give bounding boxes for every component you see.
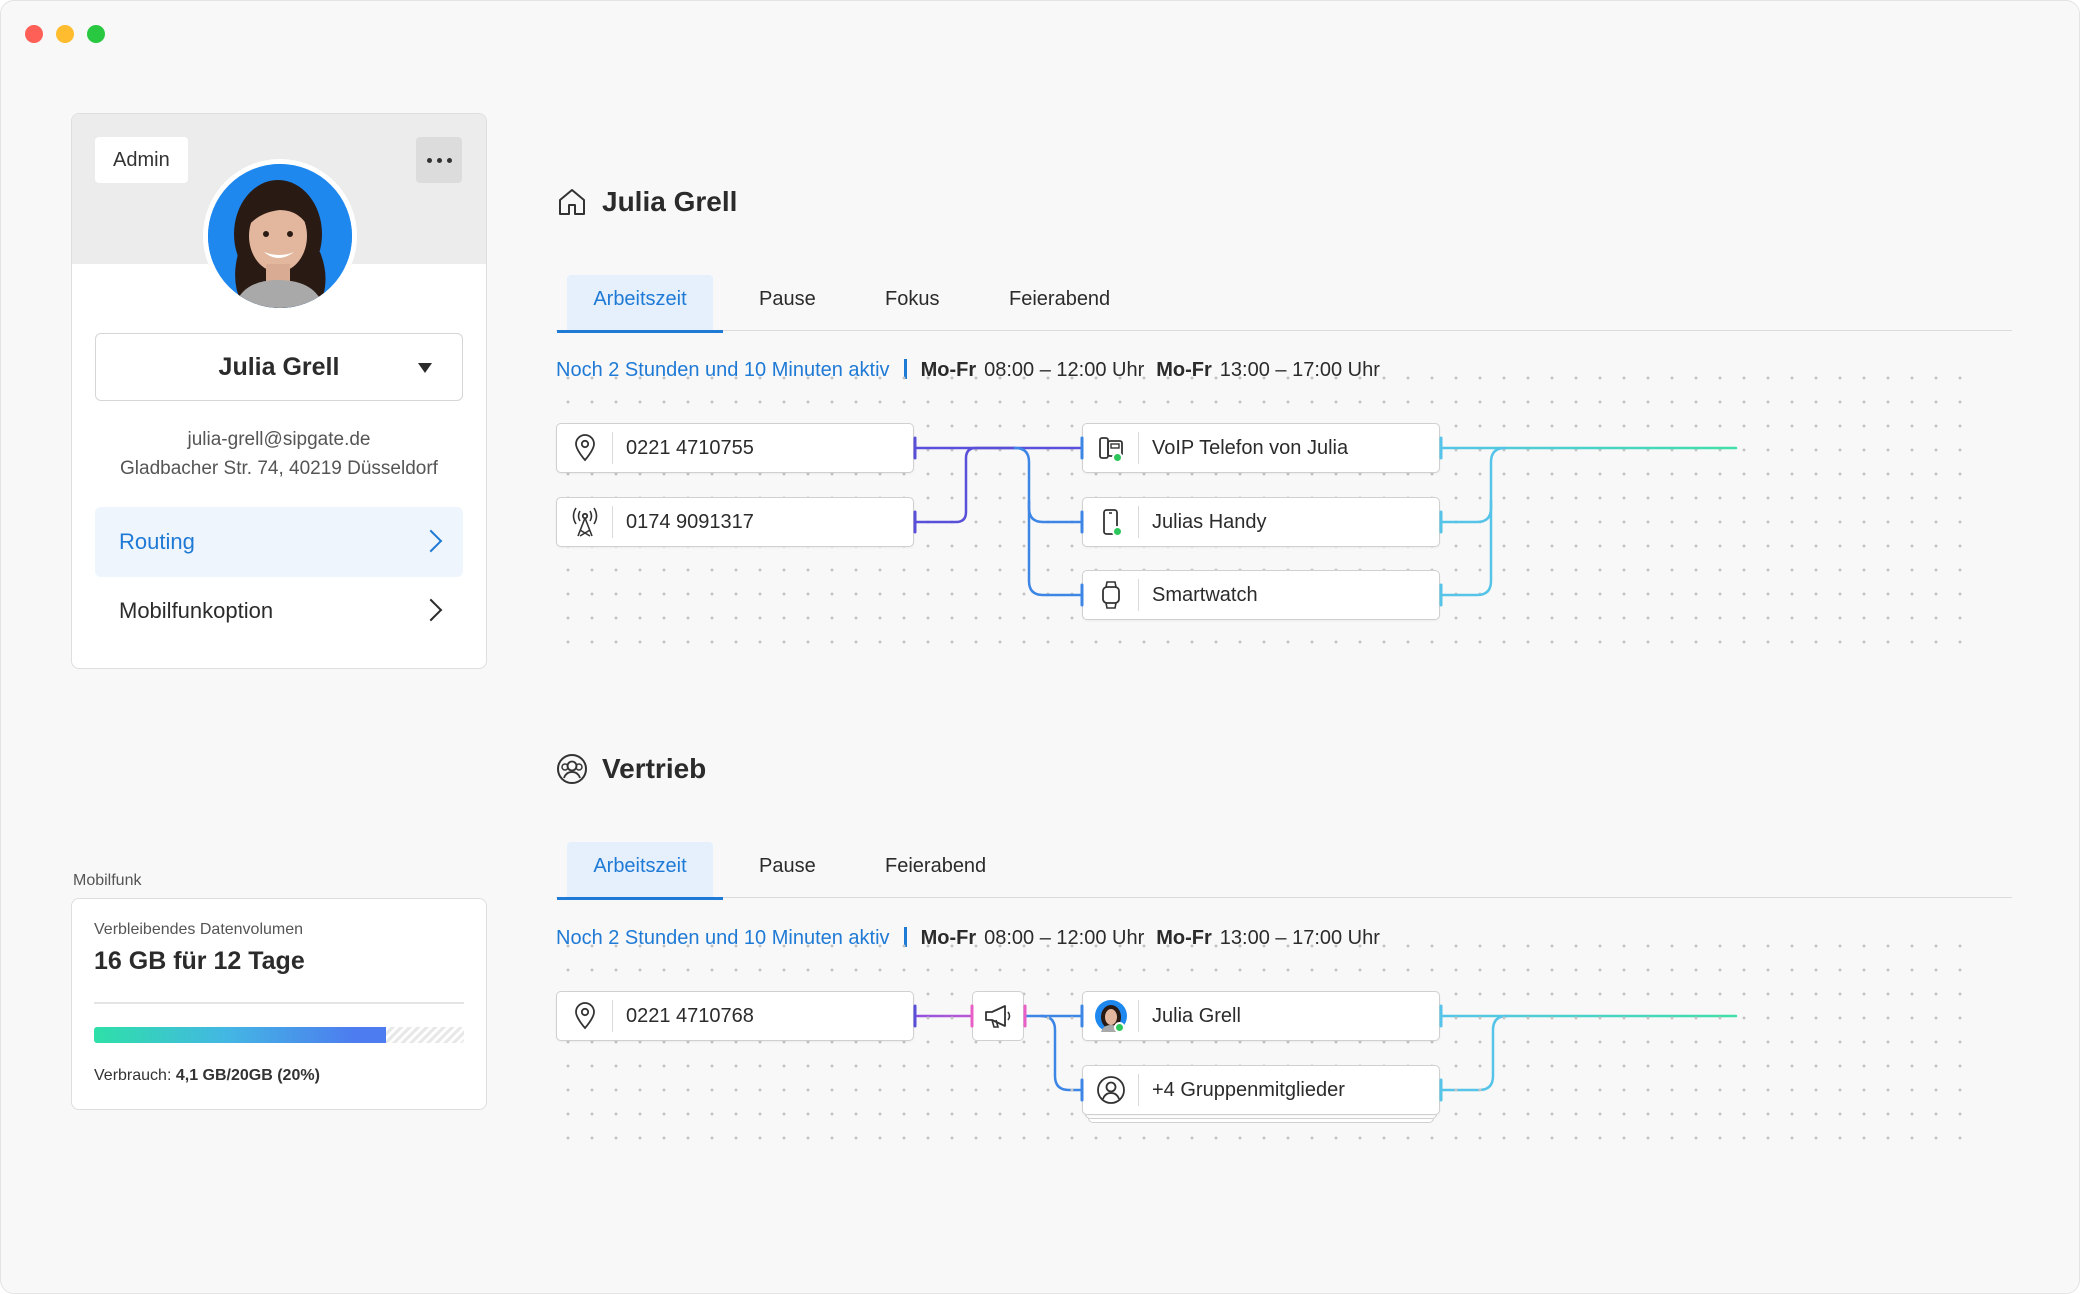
mobile-phone-icon [1083, 498, 1139, 546]
source-number-node[interactable]: 0174 9091317 [556, 497, 914, 547]
data-usage-text: Verbrauch: 4,1 GB/20GB (20%) [94, 1067, 320, 1085]
divider [94, 1002, 464, 1004]
tab-arbeitszeit[interactable]: Arbeitszeit [557, 275, 723, 333]
target-member-node[interactable]: Julia Grell [1082, 991, 1440, 1041]
section-title-text: Vertrieb [602, 753, 707, 784]
tabbar-vertrieb: Arbeitszeit Pause Feierabend [556, 842, 2012, 900]
window-minimize-button[interactable] [56, 25, 74, 43]
profile-card: Admin Julia Grell julia-grell@sipgate.de [71, 113, 487, 669]
profile-address: Gladbacher Str. 74, 40219 Düsseldorf [120, 458, 438, 479]
usage-value: 4,1 GB/20GB (20%) [175, 1067, 320, 1084]
tab-fokus[interactable]: Fokus [885, 288, 940, 310]
target-device-node[interactable]: Smartwatch [1082, 570, 1440, 620]
user-select-value: Julia Grell [218, 353, 340, 381]
section-title-julia: Julia Grell [556, 186, 737, 218]
data-usage-bar-fill [94, 1027, 387, 1043]
section-title-text: Julia Grell [602, 186, 738, 217]
tabbar-julia: Arbeitszeit Pause Fokus Feierabend [556, 275, 2012, 333]
smartwatch-icon [1083, 571, 1139, 619]
source-number-label: 0221 4710768 [626, 1005, 754, 1027]
window-maximize-button[interactable] [87, 25, 105, 43]
target-device-label: Julias Handy [1152, 511, 1267, 533]
more-options-button[interactable] [416, 137, 462, 183]
target-device-node[interactable]: Julias Handy [1082, 497, 1440, 547]
home-icon [559, 189, 585, 215]
target-device-label: VoIP Telefon von Julia [1152, 437, 1349, 459]
avatar-icon [1083, 992, 1139, 1040]
data-usage-bar [94, 1027, 464, 1043]
window-close-button[interactable] [25, 25, 43, 43]
avatar [203, 159, 357, 313]
menu-item-label: Routing [119, 529, 195, 554]
remaining-volume-label: Verbleibendes Datenvolumen [94, 921, 304, 938]
online-indicator [1112, 452, 1123, 463]
source-number-label: 0221 4710755 [626, 437, 754, 459]
source-number-label: 0174 9091317 [626, 511, 754, 533]
user-icon [1083, 1066, 1139, 1114]
target-group-node[interactable]: +4 Gruppenmitglieder [1082, 1065, 1440, 1115]
source-number-node[interactable]: 0221 4710768 [556, 991, 914, 1041]
tab-arbeitszeit[interactable]: Arbeitszeit [557, 842, 723, 900]
megaphone-icon [985, 1005, 1011, 1028]
menu-item-label: Mobilfunkoption [119, 598, 274, 623]
menu-item-routing[interactable]: Routing [95, 507, 463, 577]
tab-feierabend[interactable]: Feierabend [885, 855, 987, 877]
usage-prefix: Verbrauch: [94, 1067, 172, 1084]
dot-icon [436, 157, 442, 163]
dot-icon [426, 157, 432, 163]
tab-pause[interactable]: Pause [759, 855, 816, 877]
antenna-icon [557, 498, 613, 546]
mobilfunk-card: Verbleibendes Datenvolumen 16 GB für 12 … [71, 898, 487, 1110]
voip-phone-icon [1083, 424, 1139, 472]
profile-email: julia-grell@sipgate.de [187, 429, 371, 450]
source-number-node[interactable]: 0221 4710755 [556, 423, 914, 473]
target-device-label: Smartwatch [1152, 584, 1258, 606]
location-pin-icon [557, 424, 613, 472]
user-select-dropdown[interactable]: Julia Grell [95, 333, 463, 401]
online-indicator [1114, 1022, 1125, 1033]
caret-down-icon [418, 363, 432, 373]
tab-feierabend[interactable]: Feierabend [1009, 288, 1111, 310]
target-member-label: Julia Grell [1152, 1005, 1241, 1027]
tab-pause[interactable]: Pause [759, 288, 816, 310]
remaining-volume-value: 16 GB für 12 Tage [94, 947, 305, 975]
section-title-vertrieb: Vertrieb [556, 753, 706, 785]
online-indicator [1112, 526, 1123, 537]
location-pin-icon [557, 992, 613, 1040]
avatar-portrait [208, 164, 352, 308]
group-icon [557, 754, 587, 784]
dot-icon [446, 157, 452, 163]
admin-badge: Admin [95, 137, 188, 183]
mobilfunk-section-label: Mobilfunk [73, 872, 142, 889]
target-device-node[interactable]: VoIP Telefon von Julia [1082, 423, 1440, 473]
target-group-label: +4 Gruppenmitglieder [1152, 1079, 1345, 1101]
announcement-node[interactable] [972, 991, 1024, 1041]
menu-item-mobilfunkoption[interactable]: Mobilfunkoption [95, 576, 463, 646]
